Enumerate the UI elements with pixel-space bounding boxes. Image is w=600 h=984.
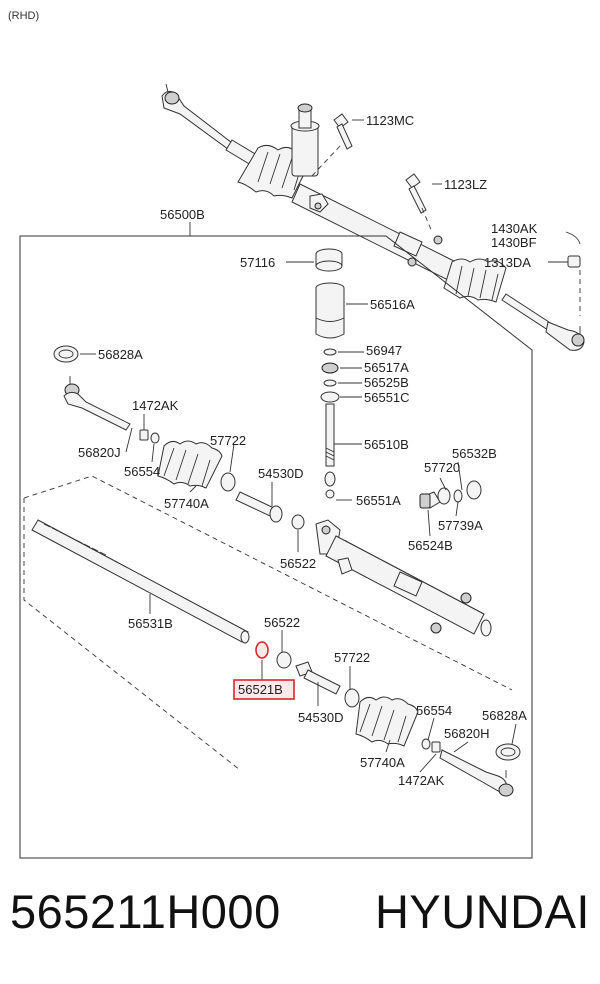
- bolt-1123LZ-icon: [405, 173, 427, 214]
- callout-56510B: 56510B: [364, 437, 409, 452]
- callout-1123MC: 1123MC: [366, 113, 414, 128]
- callout-57740A-right: 57740A: [360, 755, 405, 770]
- callout-54530D-left: 54530D: [258, 466, 304, 481]
- part-56521B-icon: [255, 641, 269, 659]
- callout-56820H: 56820H: [444, 726, 490, 741]
- callout-56522-right: 56522: [264, 615, 300, 630]
- top-leader-lines: [352, 119, 568, 263]
- callout-56521B-highlighted: 56521B: [238, 682, 283, 697]
- footer-caption: 565211H000 HYUNDAI: [10, 884, 590, 939]
- callout-57722-left: 57722: [210, 433, 246, 448]
- callout-57740A-left: 57740A: [164, 496, 209, 511]
- rhd-label: (RHD): [8, 10, 39, 22]
- bolt-1123MC-icon: [333, 113, 353, 150]
- callout-1472AK-left: 1472AK: [132, 398, 179, 413]
- callout-57739A: 57739A: [438, 518, 483, 533]
- callout-56554-right: 56554: [416, 703, 452, 718]
- rack-housing: [315, 519, 492, 637]
- lower-leader-lines: [80, 261, 517, 773]
- callout-1430BF: 1430BF: [491, 235, 537, 250]
- callout-56828A-right: 56828A: [482, 708, 527, 723]
- assembly-label: 56500B: [160, 207, 205, 222]
- castle-nut-icon: [567, 255, 581, 268]
- callout-56532B: 56532B: [452, 446, 497, 461]
- brand-name: HYUNDAI: [374, 885, 590, 938]
- highlight-box: [233, 679, 295, 700]
- steering-gear-assembly-drawing: [161, 83, 585, 351]
- left-tie-rod-parts: [53, 345, 305, 530]
- callout-56828A-left: 56828A: [98, 347, 143, 362]
- cotter-pin-icon: [565, 231, 581, 245]
- callout-56820J: 56820J: [78, 445, 121, 460]
- rack-bar: [31, 519, 250, 644]
- callout-1472AK-right: 1472AK: [398, 773, 445, 788]
- steering-gear-exploded-diagram: (RHD): [8, 10, 585, 859]
- assembly-frame: [19, 235, 533, 859]
- callout-1123LZ: 1123LZ: [444, 177, 487, 192]
- callout-56947: 56947: [366, 343, 402, 358]
- yoke-parts: [419, 480, 482, 509]
- callout-56516A: 56516A: [370, 297, 415, 312]
- callout-56551C: 56551C: [364, 390, 410, 405]
- callout-57722-right: 57722: [334, 650, 370, 665]
- part-number: 565211H000: [10, 885, 281, 938]
- callout-56517A: 56517A: [364, 360, 409, 375]
- callout-54530D-right: 54530D: [298, 710, 344, 725]
- pinion-parts-stack: [315, 248, 345, 499]
- callout-57116: 57116: [240, 255, 275, 270]
- callout-56551A: 56551A: [356, 493, 401, 508]
- callout-56531B: 56531B: [128, 616, 173, 631]
- callout-56524B: 56524B: [408, 538, 453, 553]
- callout-56554-left: 56554: [124, 464, 160, 479]
- callout-56522-left: 56522: [280, 556, 316, 571]
- callout-1430AK: 1430AK: [491, 221, 538, 236]
- callout-56525B: 56525B: [364, 375, 409, 390]
- right-tie-rod-parts: [255, 641, 521, 797]
- callout-1313DA: 1313DA: [484, 255, 531, 270]
- callout-57720: 57720: [424, 460, 460, 475]
